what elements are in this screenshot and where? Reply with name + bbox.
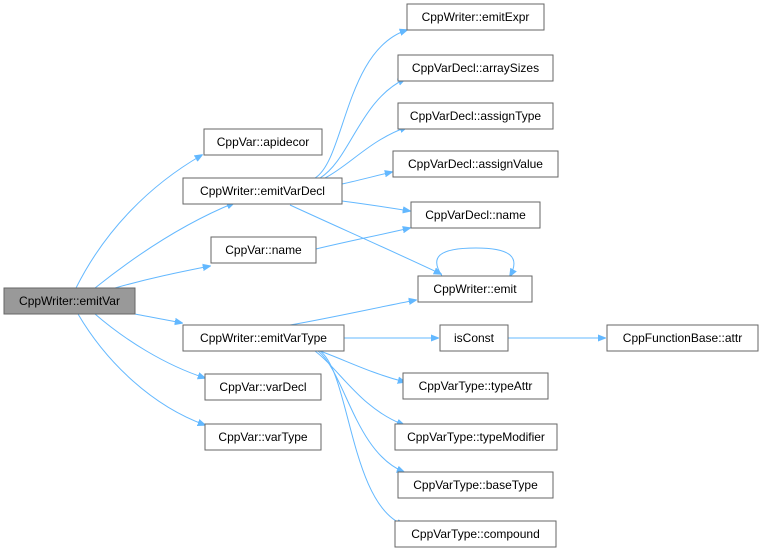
edges xyxy=(75,30,605,525)
edge-emitVarType-typeModifier xyxy=(314,350,404,425)
edge-emitVarDecl-emit xyxy=(289,204,441,274)
node-apidecor[interactable]: CppVar::apidecor xyxy=(203,128,323,156)
node-label: CppFunctionBase::attr xyxy=(623,331,742,345)
node-label: CppVar::name xyxy=(225,243,302,257)
node-label: CppVarDecl::assignType xyxy=(410,109,542,123)
node-emit[interactable]: CppWriter::emit xyxy=(417,275,533,303)
edge-emitVar-emitVarType xyxy=(134,313,182,323)
edge-emitVarDecl-assignValue xyxy=(341,172,392,185)
node-label: CppVarType::baseType xyxy=(413,478,538,492)
edge-emitVarDecl-declName xyxy=(341,200,410,211)
edge-emitVarType-compound xyxy=(319,350,404,525)
node-label: CppVar::apidecor xyxy=(217,135,310,149)
node-typeModifier[interactable]: CppVarType::typeModifier xyxy=(394,423,558,451)
node-declName[interactable]: CppVarDecl::name xyxy=(410,201,541,229)
node-emitVarType[interactable]: CppWriter::emitVarType xyxy=(182,324,345,352)
edge-emitVarType-baseType xyxy=(317,350,404,472)
node-label: CppWriter::emit xyxy=(433,282,517,296)
edge-emitVarType-typeAttr xyxy=(319,350,405,382)
node-label: CppWriter::emitVarType xyxy=(200,331,327,345)
edge-emitVar-varDecl xyxy=(94,313,205,378)
node-emitVarDecl[interactable]: CppWriter::emitVarDecl xyxy=(182,177,343,205)
node-label: CppVarDecl::assignValue xyxy=(408,157,543,171)
node-emitExpr[interactable]: CppWriter::emitExpr xyxy=(406,3,545,31)
node-label: CppWriter::emitVarDecl xyxy=(200,184,325,198)
edge-emitVarType-emit xyxy=(289,300,416,326)
node-label: CppVar::varType xyxy=(218,430,307,444)
node-varDecl[interactable]: CppVar::varDecl xyxy=(204,373,322,401)
node-label: isConst xyxy=(454,331,495,345)
node-arraySizes[interactable]: CppVarDecl::arraySizes xyxy=(397,54,554,82)
node-label: CppVar::varDecl xyxy=(219,380,306,394)
node-attr[interactable]: CppFunctionBase::attr xyxy=(606,324,759,352)
node-label: CppVarType::typeAttr xyxy=(419,379,533,393)
node-label: CppVarType::typeModifier xyxy=(407,430,545,444)
edge-emitVar-varType xyxy=(77,313,205,425)
edge-emitVarDecl-emitExpr xyxy=(314,30,407,179)
node-label: CppWriter::emitVar xyxy=(19,294,120,308)
node-baseType[interactable]: CppVarType::baseType xyxy=(397,471,554,499)
edge-emitVar-emitVarDecl xyxy=(94,203,234,289)
node-cppVarName[interactable]: CppVar::name xyxy=(210,236,317,264)
edge-cppVarName-declName xyxy=(315,228,410,250)
edge-emitVarDecl-arraySizes xyxy=(319,79,405,179)
edge-emit-self xyxy=(436,247,514,276)
node-label: CppWriter::emitExpr xyxy=(422,10,530,24)
node-label: CppVarType::compound xyxy=(411,527,540,541)
node-varType[interactable]: CppVar::varType xyxy=(204,423,322,451)
node-emitVar[interactable]: CppWriter::emitVar xyxy=(3,287,136,315)
node-assignValue[interactable]: CppVarDecl::assignValue xyxy=(392,150,559,178)
node-typeAttr[interactable]: CppVarType::typeAttr xyxy=(402,372,549,400)
edge-emitVarDecl-assignType xyxy=(324,127,407,179)
edge-emitVar-cppVarName xyxy=(114,266,210,289)
node-compound[interactable]: CppVarType::compound xyxy=(394,520,557,548)
node-label: CppVarDecl::name xyxy=(425,208,526,222)
edge-emitVar-apidecor xyxy=(75,155,202,289)
node-isConst[interactable]: isConst xyxy=(439,324,509,352)
node-label: CppVarDecl::arraySizes xyxy=(412,61,539,75)
node-assignType[interactable]: CppVarDecl::assignType xyxy=(397,102,554,130)
